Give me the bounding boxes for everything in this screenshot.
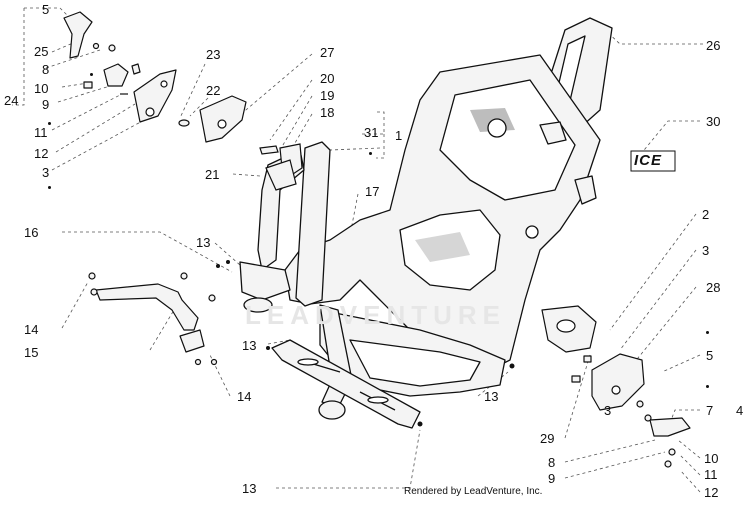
callout-27: 27 bbox=[320, 45, 335, 60]
footrest-bracket bbox=[88, 272, 218, 366]
callout-8b: 8 bbox=[548, 455, 556, 470]
small-bracket-assembly bbox=[259, 143, 303, 191]
callout-24: 24 bbox=[4, 93, 19, 108]
callout-10: 10 bbox=[34, 81, 49, 96]
callout-13d: 13 bbox=[242, 481, 257, 496]
callout-14b: 14 bbox=[237, 389, 252, 404]
callout-12: 12 bbox=[34, 146, 49, 161]
callout-21: 21 bbox=[205, 167, 220, 182]
foot-part-15 bbox=[179, 329, 205, 353]
bracket-part-21 bbox=[265, 159, 297, 191]
leader-lines bbox=[12, 7, 703, 493]
callout-15: 15 bbox=[24, 345, 39, 360]
bracket-cap bbox=[243, 297, 273, 313]
upper-mount bbox=[539, 121, 567, 145]
ice-logo-frame bbox=[630, 150, 676, 172]
cradle-opening bbox=[349, 339, 481, 387]
callout-12b: 12 bbox=[704, 485, 719, 500]
callout-9b: 9 bbox=[548, 471, 556, 486]
bracket-arm-part-16 bbox=[95, 283, 199, 331]
watermark-text: LEADVENTURE bbox=[245, 300, 507, 330]
callout-1: 1 bbox=[395, 128, 403, 143]
cross-member bbox=[271, 339, 421, 429]
callout-3b: 3 bbox=[702, 243, 710, 258]
lever-part-5 bbox=[63, 11, 93, 59]
marker-dot bbox=[706, 385, 709, 388]
callout-3c: 3 bbox=[604, 403, 612, 418]
callout-13b: 13 bbox=[242, 338, 257, 353]
callout-16: 16 bbox=[24, 225, 39, 240]
bracket-part-8 bbox=[103, 63, 129, 87]
callout-5b: 5 bbox=[706, 348, 714, 363]
callout-17: 17 bbox=[365, 184, 380, 199]
lever-part-7 bbox=[649, 417, 691, 437]
steering-head-tube bbox=[295, 141, 331, 307]
callout-8: 8 bbox=[42, 62, 50, 77]
marker-dot bbox=[90, 73, 93, 76]
callout-29: 29 bbox=[540, 431, 555, 446]
side-mount bbox=[574, 175, 597, 205]
right-mount-parts bbox=[541, 305, 691, 468]
nut-part-10 bbox=[83, 81, 93, 89]
callout-25: 25 bbox=[34, 44, 49, 59]
callout-30: 30 bbox=[706, 114, 721, 129]
callout-7: 7 bbox=[706, 403, 714, 418]
callout-19: 19 bbox=[320, 88, 335, 103]
callout-2: 2 bbox=[702, 207, 710, 222]
ice-logo: ICE bbox=[634, 152, 663, 169]
credit-line: Rendered by LeadVenture, Inc. bbox=[404, 486, 543, 497]
callout-5: 5 bbox=[42, 2, 50, 17]
callout-20: 20 bbox=[320, 71, 335, 86]
callout-3: 3 bbox=[42, 165, 50, 180]
callout-28: 28 bbox=[706, 280, 721, 295]
callout-13c: 13 bbox=[484, 389, 499, 404]
callout-11b: 11 bbox=[704, 467, 718, 482]
main-frame bbox=[239, 17, 613, 420]
callout-23: 23 bbox=[206, 47, 221, 62]
mount-part-5 bbox=[591, 353, 645, 411]
callout-9: 9 bbox=[42, 97, 50, 112]
callout-22: 22 bbox=[206, 83, 221, 98]
callout-10b: 10 bbox=[704, 451, 719, 466]
tube-end bbox=[318, 400, 346, 420]
nut-part-23 bbox=[178, 119, 190, 127]
callout-4: 4 bbox=[736, 403, 744, 418]
callout-26: 26 bbox=[706, 38, 721, 53]
rear-bracket-part-24 bbox=[133, 69, 177, 123]
marker-dot bbox=[369, 152, 372, 155]
front-bracket bbox=[239, 261, 291, 301]
callout-18: 18 bbox=[320, 105, 335, 120]
callout-31: 31 bbox=[364, 125, 379, 140]
callout-14a: 14 bbox=[24, 322, 39, 337]
left-upper-parts bbox=[63, 11, 247, 143]
callout-13a: 13 bbox=[196, 235, 211, 250]
marker-dot bbox=[706, 331, 709, 334]
callout-11: 11 bbox=[34, 125, 48, 140]
marker-dot bbox=[48, 122, 51, 125]
marker-dot bbox=[48, 186, 51, 189]
fasteners bbox=[216, 260, 515, 427]
cover-part-22 bbox=[199, 95, 247, 143]
